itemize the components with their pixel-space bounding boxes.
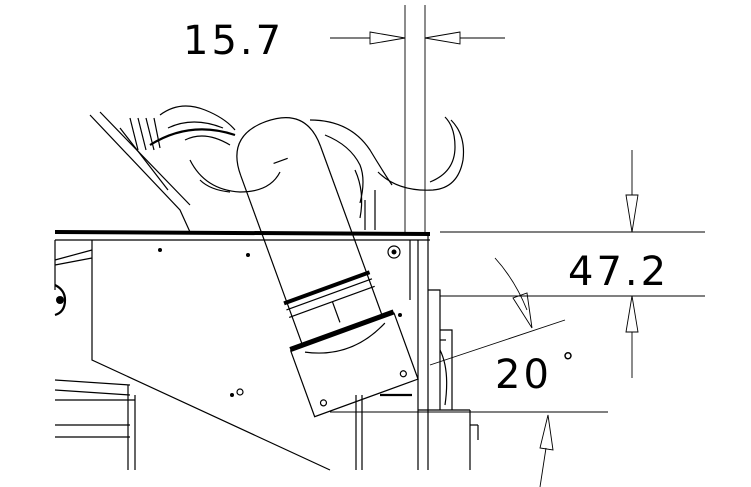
dimension-label-gap: 15.7 xyxy=(183,18,284,64)
right-roller-guard xyxy=(309,116,465,230)
dimension-label-offset: 47.2 xyxy=(568,249,669,295)
dimension-label-angle: 20 xyxy=(495,352,552,398)
tilted-tube-assembly xyxy=(236,117,419,418)
dimension-tilt-angle: 20 ° xyxy=(330,257,608,487)
angle-degree-symbol: ° xyxy=(562,348,574,376)
hopper-assembly xyxy=(89,105,281,233)
dimension-gap-width: 15.7 xyxy=(183,5,505,232)
dimension-height-offset: 47.2 xyxy=(440,150,705,378)
main-frame xyxy=(54,230,479,471)
